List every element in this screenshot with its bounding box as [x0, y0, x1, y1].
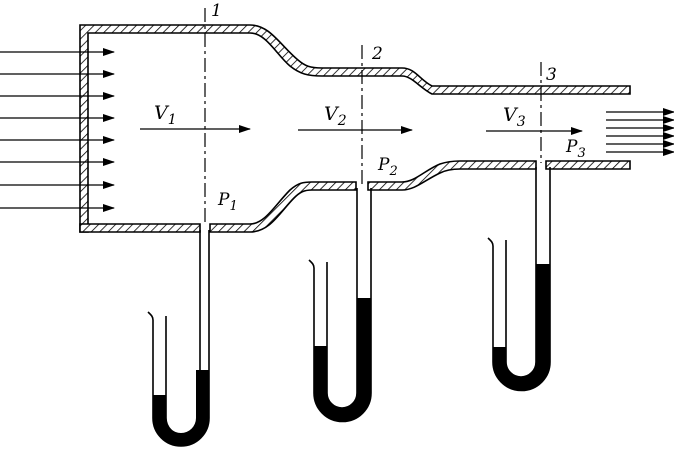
manometer-3-liquid — [493, 264, 550, 391]
manometer-2-liquid — [314, 298, 371, 422]
velocity-symbol-3: V — [503, 104, 519, 126]
outlet-arrows — [606, 108, 674, 156]
manometer-3-tube — [487, 167, 551, 392]
manometer-2 — [308, 188, 372, 423]
velocity-subscript-3: 3 — [517, 114, 526, 130]
section-number-1: 1 — [211, 1, 222, 21]
section-number-3: 3 — [546, 65, 557, 85]
velocity-subscript-1: 1 — [168, 112, 177, 128]
velocity-symbol-2: V — [324, 103, 340, 125]
pressure-label-2: P2 — [377, 155, 398, 179]
pipe-bottom-wall-2 — [209, 181, 357, 233]
velocity-arrows — [140, 125, 583, 135]
labels: 1 2 3 V1 V2 V3 P1 P2 P3 — [154, 1, 586, 214]
section-lines — [204, 8, 542, 226]
velocity-label-2: V2 — [324, 103, 347, 129]
velocity-label-1: V1 — [154, 102, 177, 128]
pressure-subscript-3: 3 — [577, 146, 585, 161]
manometer-3 — [487, 167, 551, 392]
manometer-1-tube — [147, 230, 210, 447]
pressure-label-1: P1 — [217, 190, 238, 214]
pipe-top-wall — [79, 24, 631, 233]
manometer-1-liquid — [153, 370, 209, 446]
velocity-symbol-1: V — [154, 102, 170, 124]
pressure-symbol-2: P — [377, 155, 390, 175]
velocity-subscript-2: 2 — [337, 113, 347, 129]
pipe — [79, 24, 631, 233]
pressure-subscript-2: 2 — [388, 164, 397, 179]
manometer-1 — [147, 230, 210, 447]
pressure-label-3: P3 — [565, 137, 586, 161]
section-number-2: 2 — [371, 44, 383, 64]
pressure-subscript-1: 1 — [229, 199, 237, 214]
manometers — [147, 167, 551, 447]
velocity-label-3: V3 — [503, 104, 526, 130]
pressure-symbol-3: P — [565, 137, 578, 157]
inlet-arrows — [0, 48, 115, 212]
pressure-symbol-1: P — [217, 190, 230, 210]
pipe-bottom-wall — [79, 223, 201, 233]
pipe-bottom-wall-4 — [545, 160, 631, 170]
manometer-2-tube — [308, 188, 372, 423]
